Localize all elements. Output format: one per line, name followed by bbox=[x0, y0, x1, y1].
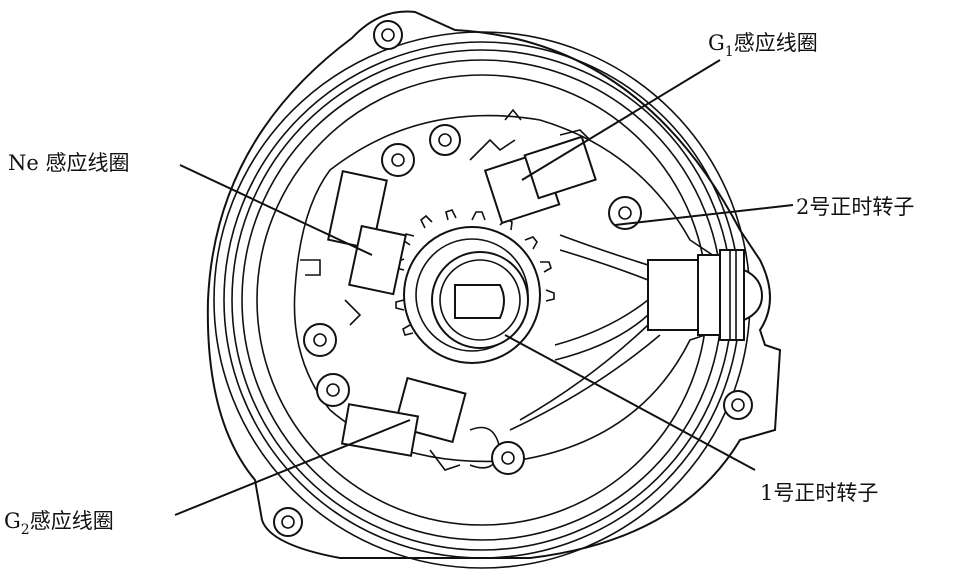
label-g2-coil: G2感应线圈 bbox=[4, 509, 114, 538]
connector bbox=[647, 249, 764, 341]
label-rotor-2: 2号正时转子 bbox=[796, 195, 914, 219]
ne-coil-assembly bbox=[300, 170, 407, 326]
timing-rotor-1 bbox=[431, 251, 529, 349]
screws bbox=[303, 124, 642, 475]
label-g1-coil: G1感应线圈 bbox=[708, 31, 818, 60]
g2-coil-assembly bbox=[340, 376, 501, 471]
leader-lines bbox=[174, 59, 794, 516]
label-ne-coil: Ne 感应线圈 bbox=[8, 151, 129, 175]
label-rotor-1: 1号正时转子 bbox=[760, 481, 878, 505]
mounting-holes bbox=[273, 20, 753, 537]
lead-wires bbox=[509, 234, 661, 431]
inner-plate bbox=[293, 114, 721, 463]
